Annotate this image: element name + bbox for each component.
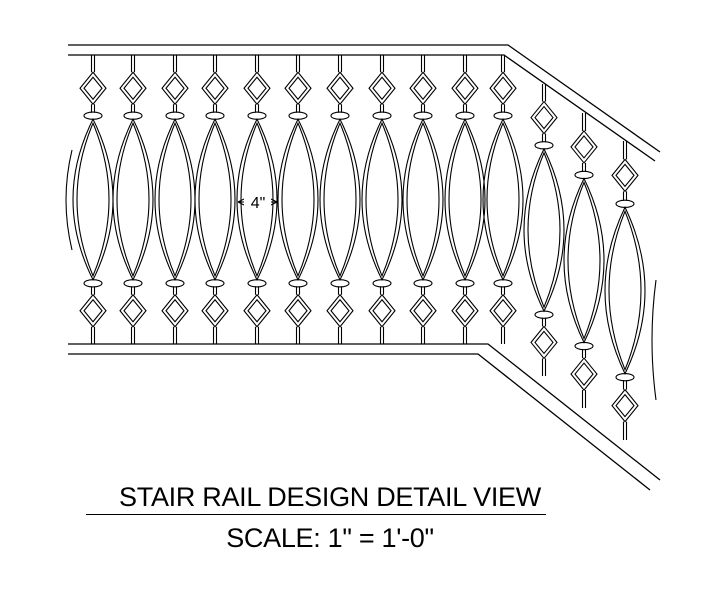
baluster	[402, 55, 444, 344]
rail-lines	[68, 44, 661, 491]
baluster	[361, 55, 403, 344]
baluster	[72, 55, 114, 344]
baluster	[523, 84, 565, 376]
dimension-label: 4"	[251, 195, 266, 212]
baluster	[112, 55, 154, 344]
partial-baluster-right	[651, 279, 657, 401]
baluster	[444, 55, 486, 344]
baluster	[194, 55, 236, 344]
width-dimension: 4"	[237, 190, 278, 212]
title-underline	[86, 514, 546, 515]
drawing-title: STAIR RAIL DESIGN DETAIL VIEW	[119, 482, 541, 512]
baluster	[154, 55, 196, 344]
balusters	[65, 55, 657, 440]
partial-baluster-left	[65, 149, 73, 251]
baluster	[482, 55, 524, 344]
baluster	[277, 55, 319, 344]
baluster	[236, 55, 278, 344]
baluster	[563, 113, 605, 408]
baluster	[319, 55, 361, 344]
baluster	[604, 141, 646, 440]
drawing-scale: SCALE: 1" = 1'-0"	[226, 523, 434, 553]
